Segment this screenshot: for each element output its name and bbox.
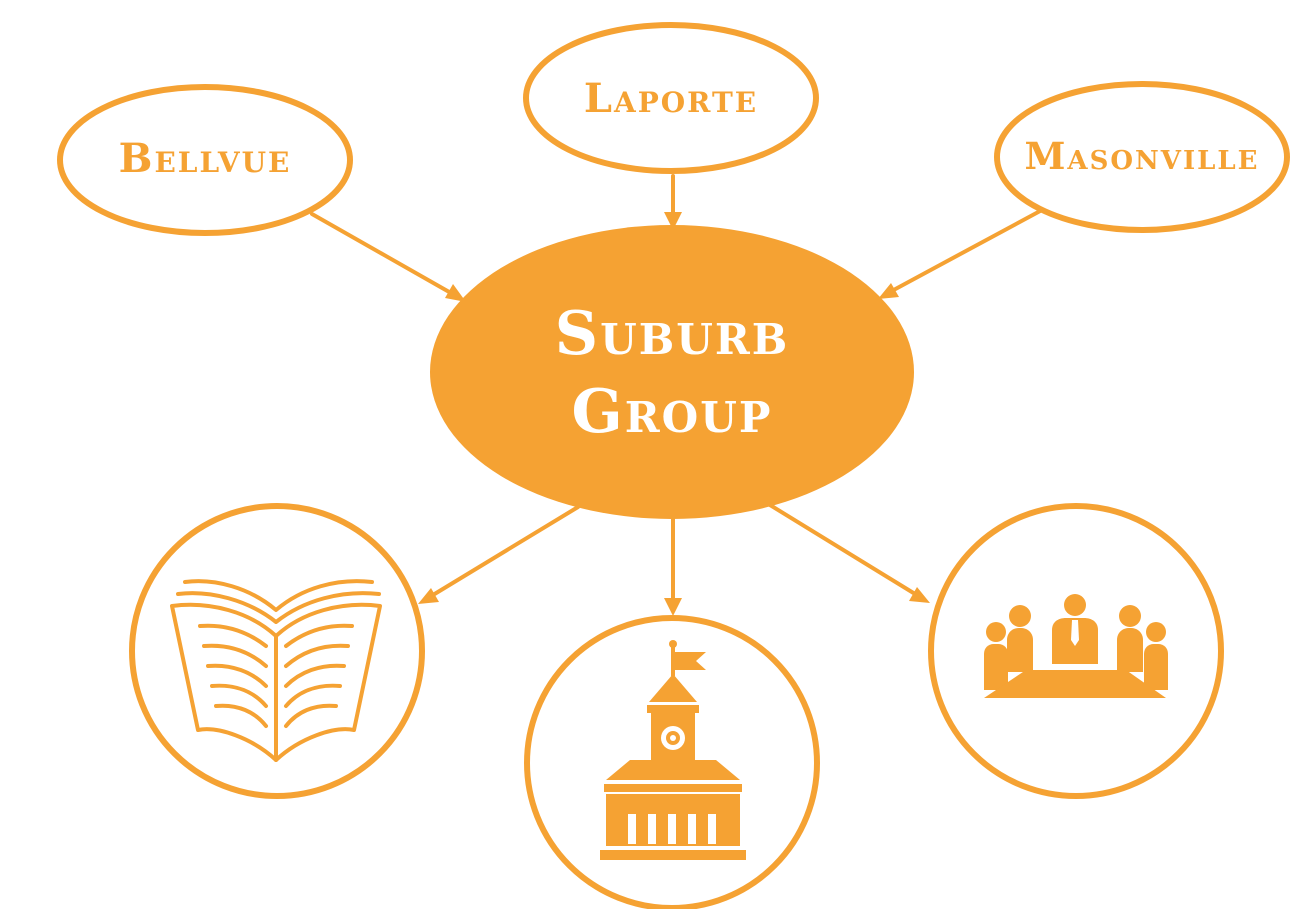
town-hall-icon: [600, 640, 746, 860]
center-node: Suburb Group: [430, 225, 914, 519]
connectors: [310, 174, 1044, 616]
arrow-center-to-book: [418, 505, 580, 604]
output-node-meeting: [928, 503, 1224, 799]
arrow-masonville-to-center: [878, 208, 1044, 299]
source-node-masonville: Masonville: [994, 81, 1290, 233]
arrow-bellvue-to-center: [310, 212, 466, 302]
source-node-bellvue: Bellvue: [57, 84, 353, 236]
output-node-book: [129, 503, 425, 799]
source-label-masonville: Masonville: [1024, 134, 1259, 178]
arrow-laporte-to-center: [664, 174, 682, 230]
source-label-laporte: Laporte: [584, 75, 758, 122]
center-label-line2: Group: [572, 377, 773, 447]
center-label-line1: Suburb: [555, 299, 790, 369]
arrow-center-to-hall: [664, 515, 682, 616]
source-node-laporte: Laporte: [523, 22, 819, 174]
source-label-bellvue: Bellvue: [119, 135, 292, 182]
open-book-icon: [170, 579, 382, 762]
meeting-people-icon: [984, 594, 1168, 698]
arrow-center-to-meeting: [768, 503, 930, 603]
output-node-town-hall: [524, 615, 820, 909]
